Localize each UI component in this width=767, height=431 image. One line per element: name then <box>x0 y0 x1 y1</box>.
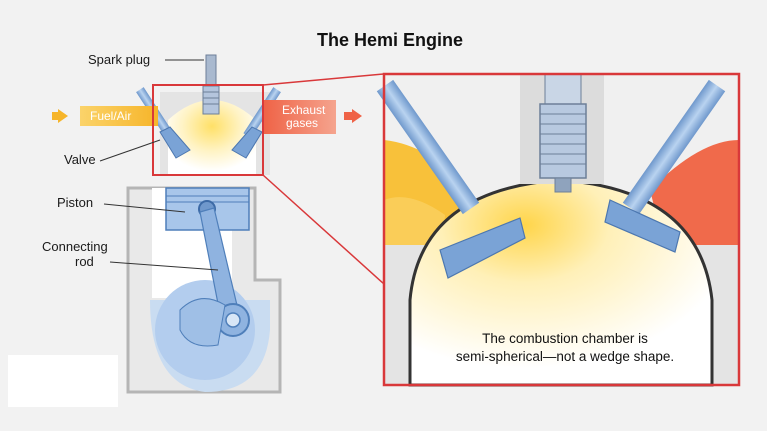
piston-leader <box>103 203 186 213</box>
zoom-connector-top <box>262 73 385 86</box>
exhaust-valve-large <box>604 79 726 253</box>
label-connecting-rod-line1: Connecting <box>42 239 108 254</box>
label-spark-plug: Spark plug <box>88 52 151 67</box>
caption-line1: The combustion chamber is <box>482 331 648 346</box>
spark-plug-small <box>202 54 220 115</box>
chamber-caption: The combustion chamber is semi-spherical… <box>415 330 715 366</box>
connecting-rod-leader <box>109 261 219 271</box>
detail-highlight-box <box>152 84 264 176</box>
label-connecting-rod-line2: rod <box>75 254 94 269</box>
label-exhaust-line2: gases <box>286 116 319 130</box>
label-valve: Valve <box>64 152 96 167</box>
spark-plug-large <box>539 103 587 193</box>
label-exhaust-line1: Exhaust <box>282 103 326 117</box>
connecting-rod <box>179 207 250 347</box>
zoom-connector-bottom <box>262 174 385 285</box>
label-fuel-air: Fuel/Air <box>90 109 132 123</box>
blank-patch <box>8 355 118 407</box>
caption-line2: semi-spherical—not a wedge shape. <box>455 349 675 364</box>
valve-leader <box>99 139 161 162</box>
intake-valve-large <box>376 79 526 279</box>
diagram-title: The Hemi Engine <box>316 30 464 50</box>
exhaust-arrow <box>264 100 362 134</box>
fuel-air-arrow <box>52 106 158 126</box>
zoom-panel <box>376 72 741 387</box>
cylinder-head <box>160 92 270 175</box>
label-piston: Piston <box>57 195 94 210</box>
